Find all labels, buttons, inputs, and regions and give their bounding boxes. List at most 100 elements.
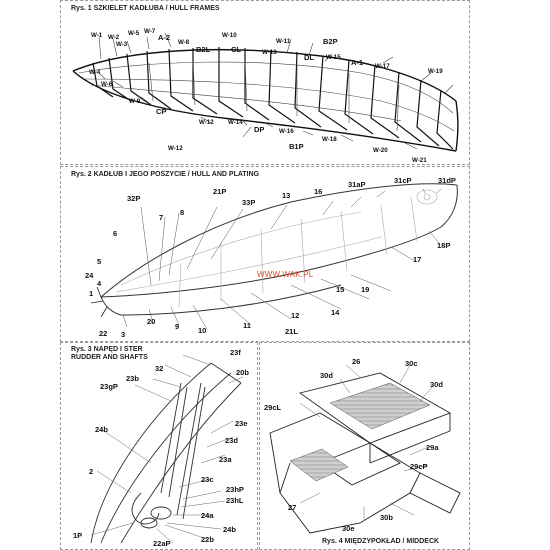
label-w12b: W-12 (168, 145, 183, 152)
label-12: 12 (291, 311, 300, 320)
panel-title: Rys. 2 KADŁUB I JEGO POSZYCIE / HULL AND… (71, 171, 260, 178)
label-dp: DP (254, 125, 265, 134)
panel-title: Rys. 4 MIĘDZYPOKŁAD / MIDDECK (322, 538, 440, 545)
label-cl: CL (231, 45, 241, 54)
label-a2: A-2 (158, 33, 171, 42)
label-21l: 21L (285, 327, 298, 336)
label-4: 4 (97, 279, 102, 288)
label-27: 27 (288, 503, 297, 512)
label-20: 20 (147, 317, 156, 326)
label-24b-top: 24b (95, 425, 108, 434)
label-31ap: 31aP (348, 180, 366, 189)
label-30d-left: 30d (320, 371, 333, 380)
label-32p: 32P (127, 194, 141, 203)
instruction-sheet: Rys. 1 SZKIELET KADŁUBA / HULL FRAMES (60, 0, 470, 550)
label-23e: 23e (235, 419, 248, 428)
label-cp: CP (156, 107, 167, 116)
panel-hull-plating: Rys. 2 KADŁUB I JEGO POSZYCIE / HULL AND… (60, 166, 470, 342)
label-23d: 23d (225, 436, 238, 445)
label-32: 32 (155, 364, 164, 373)
panel-hull-frames: Rys. 1 SZKIELET KADŁUBA / HULL FRAMES (60, 0, 470, 165)
label-w14: W-14 (228, 119, 243, 126)
label-w9: W-9 (129, 98, 141, 105)
label-33p: 33P (242, 198, 256, 207)
rudder-shafts-drawing (90, 354, 244, 544)
label-w20: W-20 (373, 147, 388, 154)
label-9: 9 (175, 322, 180, 331)
label-22b: 22b (201, 535, 214, 544)
hull-plating-drawing (90, 183, 458, 330)
label-30d-right: 30d (430, 380, 443, 389)
hull-frames-drawing (72, 32, 459, 152)
label-23hl: 23hL (226, 496, 244, 505)
panel-title-line2: RUDDER AND SHAFTS (71, 354, 148, 361)
label-19: 19 (361, 285, 370, 294)
label-w5: W-5 (128, 30, 140, 37)
label-w12a: W-12 (199, 119, 214, 126)
label-7: 7 (159, 213, 164, 222)
label-w1: W-1 (91, 32, 103, 39)
label-26: 26 (352, 357, 361, 366)
label-w15: W-15 (326, 54, 341, 61)
label-23c: 23c (201, 475, 214, 484)
label-23gp: 23gP (100, 382, 118, 391)
label-22: 22 (99, 329, 108, 338)
panel-middeck: 26 30c 30d 30d 29cL 29a 29cP 27 30b 30e … (259, 342, 470, 550)
label-22ap: 22aP (153, 539, 171, 548)
label-23f: 23f (230, 348, 241, 357)
label-16: 16 (314, 187, 323, 196)
label-w11: W-11 (276, 38, 291, 45)
label-w17: W-17 (375, 63, 390, 70)
label-31cp: 31cP (394, 176, 412, 185)
label-b1p: B1P (289, 142, 304, 151)
label-dl: DL (304, 53, 314, 62)
label-w13: W-13 (262, 49, 277, 56)
label-30e: 30e (342, 524, 355, 533)
label-23b: 23b (126, 374, 139, 383)
label-3: 3 (121, 330, 126, 339)
label-8: 8 (180, 208, 185, 217)
label-17: 17 (413, 255, 422, 264)
label-w6: W-6 (101, 81, 113, 88)
label-20b: 20b (236, 368, 249, 377)
label-b2l: B2L (196, 45, 211, 54)
label-10: 10 (198, 326, 207, 335)
label-11: 11 (243, 321, 251, 330)
label-15: 15 (336, 285, 345, 294)
label-18p: 18P (437, 241, 451, 250)
label-w21: W-21 (412, 157, 427, 164)
label-23a: 23a (219, 455, 232, 464)
label-w4: W-4 (89, 69, 101, 76)
label-29cl: 29cL (264, 403, 282, 412)
label-24a: 24a (201, 511, 214, 520)
label-24: 24 (85, 271, 94, 280)
label-w3: W-3 (116, 41, 128, 48)
label-1p: 1P (73, 531, 83, 540)
label-5: 5 (97, 257, 102, 266)
label-6: 6 (113, 229, 118, 238)
label-30b: 30b (380, 513, 393, 522)
watermark: WWW.WAK.PL (257, 270, 314, 279)
label-29cp: 29cP (410, 462, 428, 471)
label-29a: 29a (426, 443, 439, 452)
label-14: 14 (331, 308, 340, 317)
label-w10: W-10 (222, 32, 237, 39)
label-2: 2 (89, 467, 94, 476)
panel-title-line1: Rys. 3 NAPĘD I STER (71, 346, 143, 353)
label-24b-bottom: 24b (223, 525, 236, 534)
panel-rudder-shafts: Rys. 3 NAPĘD I STER RUDDER AND SHAFTS (60, 342, 258, 550)
label-w7: W-7 (144, 28, 156, 35)
label-23hp: 23hP (226, 485, 244, 494)
label-w16: W-16 (279, 128, 294, 135)
label-13: 13 (282, 191, 291, 200)
label-1: 1 (89, 289, 94, 298)
label-w8: W-8 (178, 39, 190, 46)
label-30c: 30c (405, 359, 418, 368)
label-b2p: B2P (323, 37, 338, 46)
label-w18: W-18 (322, 136, 337, 143)
label-w2: W-2 (108, 34, 120, 41)
label-w19: W-19 (428, 68, 443, 75)
panel-title: Rys. 1 SZKIELET KADŁUBA / HULL FRAMES (71, 5, 220, 12)
label-31dp: 31dP (438, 176, 456, 185)
label-a1: A-1 (351, 58, 364, 67)
